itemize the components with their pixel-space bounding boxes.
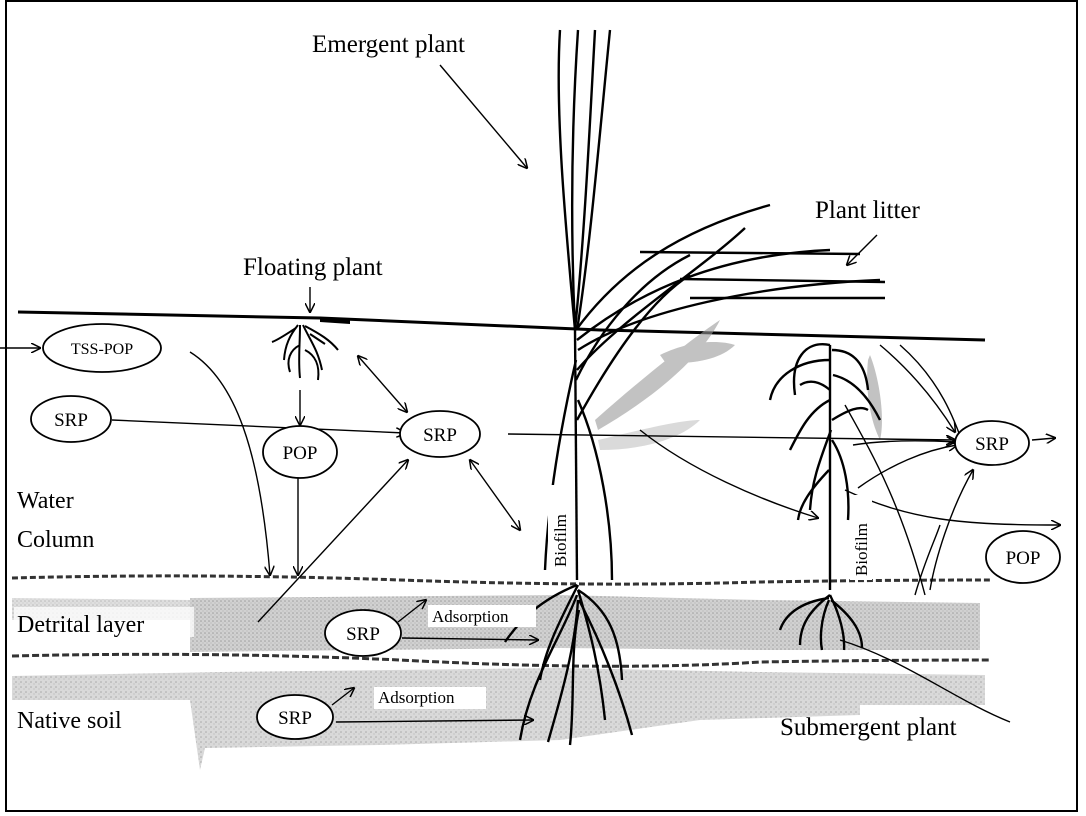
label-submergent-plant: Submergent plant [780,714,957,741]
oval-srp-detrital: SRP [325,610,401,656]
plant-shading [595,320,882,450]
label-plant-litter: Plant litter [815,197,921,224]
svg-text:Native soil: Native soil [17,708,122,734]
svg-text:Biofilm: Biofilm [852,523,871,576]
svg-text:Biofilm: Biofilm [551,514,570,567]
biofilm-label-emergent: Biofilm [548,485,572,570]
label-detrital-layer: Detrital layer [14,607,194,638]
label-column: Column [17,527,94,553]
oval-srp-left: SRP [31,396,111,442]
oval-srp-center: SRP [400,411,480,457]
svg-text:SRP: SRP [54,410,88,431]
adsorption-label-soil: Adsorption [374,687,486,709]
label-native-soil: Native soil [14,704,172,734]
biofilm-label-submergent: Biofilm [850,495,872,580]
svg-text:Adsorption: Adsorption [378,688,455,707]
label-water: Water [17,488,74,514]
label-floating-plant: Floating plant [243,254,383,281]
label-emergent-plant: Emergent plant [312,31,465,58]
oval-srp-right: SRP [955,421,1029,465]
svg-text:TSS-POP: TSS-POP [71,341,133,358]
svg-text:SRP: SRP [346,624,380,645]
floating-plant [272,325,338,380]
svg-text:POP: POP [283,443,318,464]
oval-pop-right: POP [986,531,1060,583]
svg-text:SRP: SRP [423,425,457,446]
svg-text:Adsorption: Adsorption [432,607,509,626]
svg-text:POP: POP [1006,548,1041,569]
oval-srp-soil: SRP [257,695,333,739]
svg-text:SRP: SRP [278,708,312,729]
adsorption-label-detrital: Adsorption [428,605,536,627]
svg-text:SRP: SRP [975,434,1009,455]
oval-pop-mid: POP [263,426,337,478]
water-surface [18,312,985,340]
svg-text:Detrital layer: Detrital layer [17,612,144,638]
oval-tss-pop: TSS-POP [43,324,161,372]
